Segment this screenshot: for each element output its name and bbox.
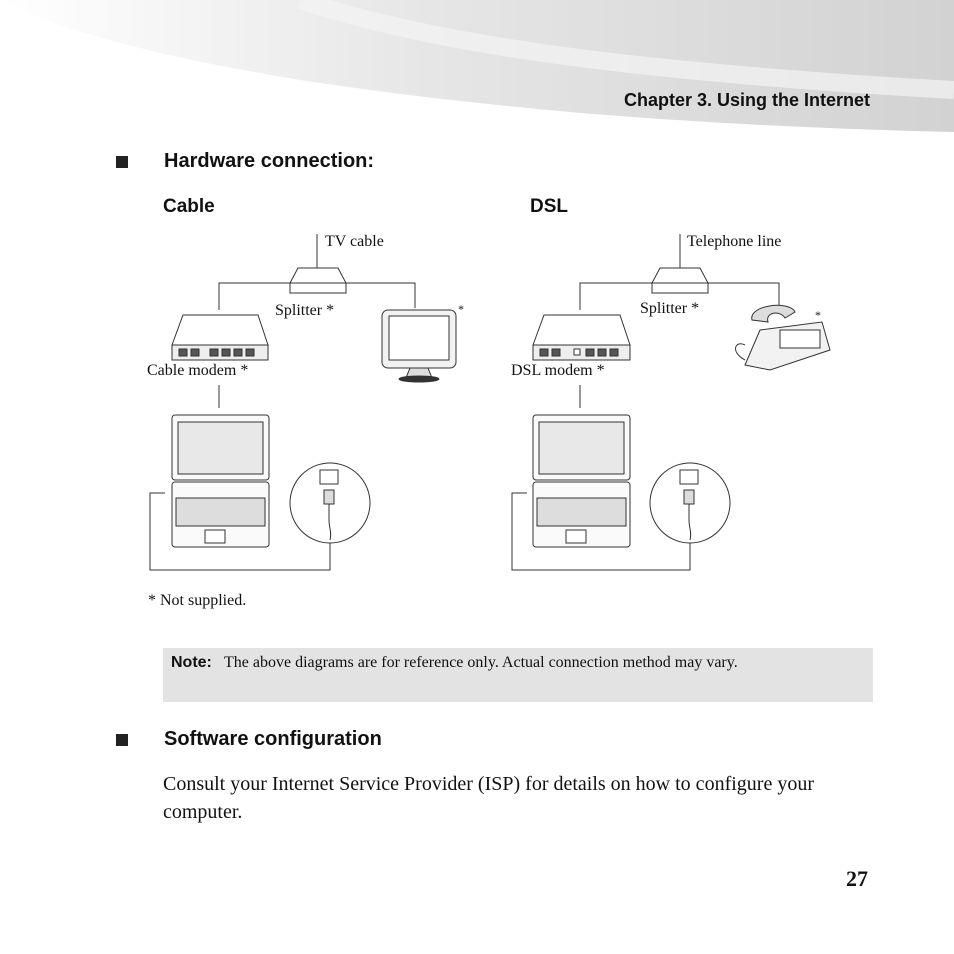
tv-monitor-icon	[381, 309, 457, 383]
cable-modem-icon	[171, 314, 269, 361]
hardware-section-title: Hardware connection:	[164, 150, 375, 172]
cable-splitter-icon	[289, 267, 347, 294]
cable-modem-label: Cable modem *	[147, 362, 249, 379]
tv-asterisk: *	[458, 302, 464, 316]
telephone-icon	[735, 304, 831, 371]
square-bullet-icon	[116, 733, 128, 746]
cable-heading: Cable	[163, 196, 215, 217]
dsl-laptop-icon	[532, 414, 631, 548]
note-text: The above diagrams are for reference onl…	[224, 654, 738, 671]
note-label: Note:	[171, 654, 212, 671]
dsl-modem-icon	[532, 314, 631, 361]
footnote: * Not supplied.	[148, 592, 247, 609]
telephone-asterisk: *	[815, 308, 821, 322]
hardware-section-heading: Hardware connection:	[116, 150, 374, 173]
page-number: 27	[846, 866, 868, 891]
dsl-lan-port-icon	[649, 462, 731, 544]
header-band	[0, 0, 954, 132]
software-section-heading: Software configuration	[116, 728, 382, 751]
cable-laptop-icon	[171, 414, 270, 548]
dsl-modem-label: DSL modem *	[511, 362, 605, 379]
cable-lan-port-icon	[289, 462, 371, 544]
cable-splitter-label: Splitter *	[275, 302, 335, 319]
square-bullet-icon	[116, 155, 128, 168]
dsl-splitter-icon	[651, 267, 709, 294]
tv-cable-label: TV cable	[325, 233, 384, 250]
software-body-text: Consult your Internet Service Provider (…	[163, 773, 814, 823]
dsl-splitter-label: Splitter *	[640, 300, 700, 317]
telephone-line-label: Telephone line	[687, 233, 782, 250]
software-section-title: Software configuration	[164, 728, 382, 750]
note-box: Note: The above diagrams are for referen…	[163, 648, 873, 702]
dsl-heading: DSL	[530, 196, 568, 217]
chapter-title: Chapter 3. Using the Internet	[623, 90, 870, 110]
